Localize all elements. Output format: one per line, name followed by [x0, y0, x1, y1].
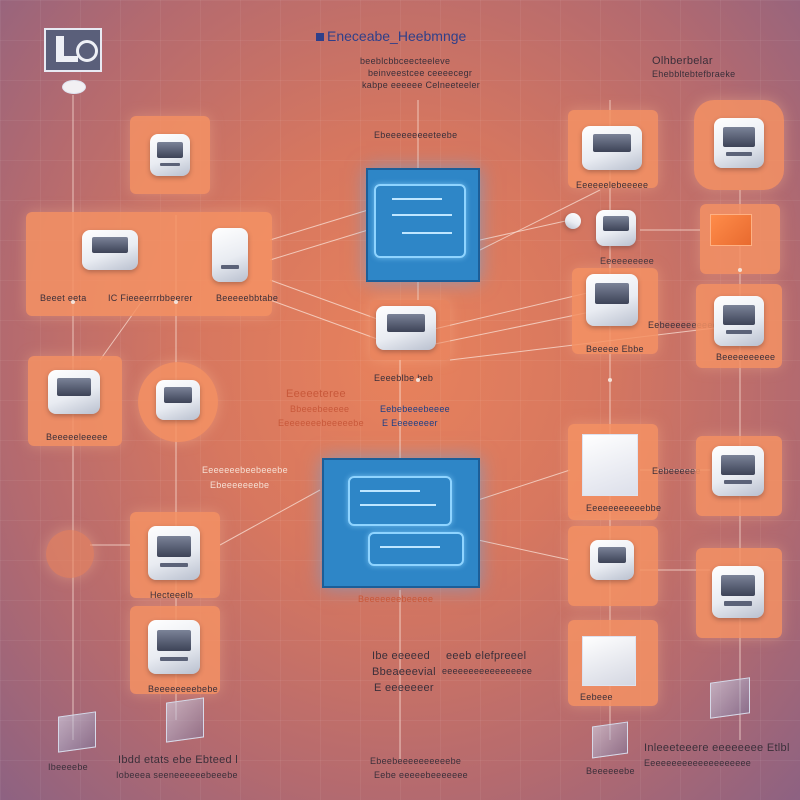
left-card-1[interactable] — [130, 512, 220, 598]
center-bottom-label: Beeeeeeebeeeee — [358, 594, 433, 604]
left-main-label-3: Beeeeebbtabe — [216, 293, 278, 303]
panel-screen-bottom-1 — [348, 476, 452, 526]
laptop-icon — [376, 306, 436, 350]
right-label-1: Eeeeeelebeeeee — [576, 180, 648, 190]
terminal-icon — [148, 620, 200, 674]
header-subtitle-1: beeblcbbceecteeleve — [360, 56, 450, 66]
left-main-label-1: Beeet eeta — [40, 293, 87, 303]
hub-device-icon — [596, 210, 636, 246]
switch-icon — [712, 446, 764, 496]
right-tile-1[interactable] — [568, 110, 658, 188]
left-card-2[interactable] — [130, 606, 220, 694]
center-left-text-3: Eeeeeeeebeeeeebe — [278, 418, 364, 428]
left-mid-label: Beeeeeleeeee — [46, 432, 108, 442]
left-low-text-1: Eeeeeeebeebeeebe — [202, 465, 288, 475]
right-label-7: Eebeeeeee — [652, 466, 701, 476]
center-top-label: Ebeeeeeeeeeteebe — [374, 130, 457, 140]
center-device-tile[interactable] — [370, 300, 450, 360]
center-low-text-3: E eeeeeeer — [374, 682, 434, 694]
center-low-right-1: eeeb elefpreeel — [446, 650, 526, 662]
center-low-right-2: eeeeeeeeeeeeeeeee — [442, 666, 532, 676]
server-box-icon — [212, 228, 248, 282]
app-logo — [44, 28, 102, 72]
bottom-right-label-3: Beeeeeebe — [586, 766, 635, 776]
left-card-2-label: Beeeeeeeebebe — [148, 684, 218, 694]
center-right-text-2: E Eeeeeeeer — [382, 418, 438, 428]
right-tile-7[interactable] — [696, 548, 782, 638]
panel-line — [392, 198, 442, 200]
left-low-text-2: Ebeeeeeeebe — [210, 480, 269, 490]
bottom-left-cube-icon — [58, 711, 96, 752]
firewall-icon — [710, 214, 752, 246]
left-small-round-node[interactable] — [46, 530, 94, 578]
center-low-text-1: Ibe eeeeed — [372, 650, 430, 662]
top-left-node-icon — [62, 80, 86, 94]
cloud-box-icon — [582, 434, 638, 496]
bottom-mid-label-1: Ebeebeeeeeeeeeebe — [370, 756, 461, 766]
panel-line — [360, 504, 436, 506]
right-round-node-1[interactable] — [694, 100, 784, 190]
right-label-8: Eebeee — [580, 692, 613, 702]
connector-dot — [738, 268, 742, 272]
center-left-text-1: Eeeeeteree — [286, 388, 346, 400]
scanner-icon — [48, 370, 100, 414]
right-tile-6[interactable] — [568, 526, 658, 606]
router-icon — [582, 126, 642, 170]
bottom-right-label-1: Inleeeteeere eeeeeeee Etlbl — [644, 742, 790, 754]
top-right-label-2: Ehebbltebtefbraeke — [652, 69, 735, 79]
right-label-6: Eeeeeeeeeeebbe — [586, 503, 661, 513]
right-lower-cube-icon — [592, 721, 628, 758]
panel-screen-top — [374, 184, 466, 258]
access-point-icon — [590, 540, 634, 580]
bottom-right-label-2: Eeeeeeeeeeeeeeeeeeee — [644, 758, 751, 768]
right-label-2: Eeeeeeeeee — [600, 256, 654, 266]
monitor-icon — [148, 526, 200, 580]
right-tile-2[interactable] — [572, 268, 658, 354]
center-left-text-2: Bbeeebeeeee — [290, 404, 349, 414]
right-orange-node[interactable] — [700, 204, 780, 274]
bottom-mid-label-2: Eebe eeeeebeeeeeee — [374, 770, 468, 780]
bottom-left-cube-icon-2 — [166, 697, 204, 742]
diagram-title: Eneceabe_Heebmnge — [316, 28, 466, 44]
user-workstation-icon — [82, 230, 138, 270]
printer-icon — [150, 134, 190, 176]
server-unit-icon — [712, 566, 764, 618]
connector-dot — [608, 378, 612, 382]
bottom-left-label-3: Iobeeea seeneeeeeebeeebe — [116, 770, 238, 780]
right-tile-5[interactable] — [696, 436, 782, 516]
panel-line — [380, 546, 440, 548]
header-subtitle-2: beinveestcee ceeeecegr — [368, 68, 472, 78]
connector-dot — [71, 300, 75, 304]
panel-line — [402, 232, 452, 234]
top-right-label-1: Olhberbelar — [652, 55, 713, 67]
storage-drive-icon — [156, 380, 200, 420]
central-control-panel-top[interactable] — [366, 168, 480, 282]
right-label-3: Beeeee Ebbe — [586, 344, 644, 354]
center-mid-label: Eeeeblbe beb — [374, 373, 433, 383]
panel-line — [392, 214, 452, 216]
header-subtitle-3: kabpe eeeeee Celneeteeler — [362, 80, 480, 90]
left-card-1-label: Hecteeelb — [150, 590, 193, 600]
computer-icon — [714, 296, 764, 346]
panel-line — [360, 490, 420, 492]
left-top-device-tile[interactable] — [130, 116, 210, 194]
center-low-text-2: Bbeaeeevial — [372, 666, 436, 678]
connector-dot — [174, 300, 178, 304]
central-control-panel-bottom[interactable] — [322, 458, 480, 588]
bottom-left-label-2: Ibdd etats ebe Ebteed l — [118, 754, 238, 766]
display-unit-icon — [714, 118, 764, 168]
right-label-5: Beeeeeeeeee — [716, 352, 775, 362]
connector-dot — [416, 378, 420, 382]
left-main-label-2: IC Fieeeerrrbbeerer — [108, 293, 193, 303]
panel-screen-bottom-2 — [368, 532, 464, 566]
left-round-node[interactable] — [138, 362, 218, 442]
center-right-text-1: Eebebeeebeeee — [380, 404, 450, 414]
storage-array-icon — [586, 274, 638, 326]
right-bottom-cube-icon — [710, 677, 750, 719]
print-station-icon — [582, 636, 636, 686]
bottom-left-label-1: Ibeeeebe — [48, 762, 88, 772]
